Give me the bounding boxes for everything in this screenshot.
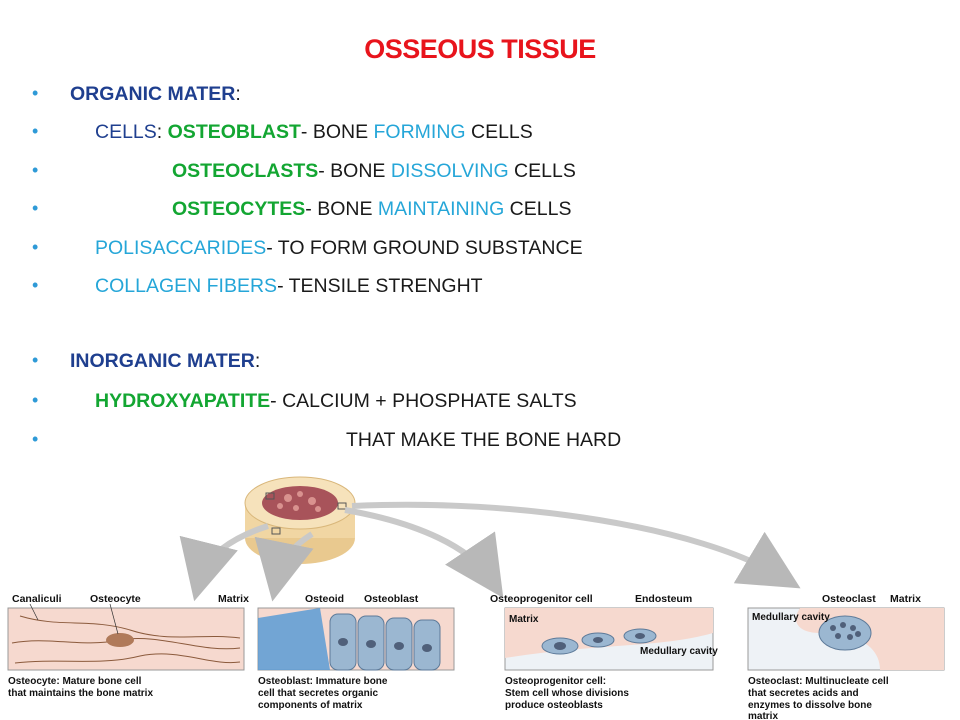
bullet-text-run: - CALCIUM + PHOSPHATE SALTS — [270, 390, 577, 412]
bullet-text-run: FORMING — [373, 121, 466, 143]
bullet-text: CELLS: OSTEOBLAST- BONE FORMING CELLS — [95, 121, 533, 144]
bullet-text-run: HYDROXYAPATITE — [95, 390, 271, 412]
bullet-text: ORGANIC MATER: — [70, 83, 241, 106]
label-osteoblast: Osteoblast — [364, 593, 419, 605]
bullet-text-run: : — [156, 121, 168, 143]
osteoprogenitor-caption-line: Osteoprogenitor cell: — [505, 676, 606, 687]
bullet-text-run: - BONE — [305, 198, 378, 220]
osteoclast-panel: Medullary cavity Osteoclast: Multinuclea… — [747, 607, 945, 720]
label-osteoprogenitor: Osteoprogenitor cell — [490, 593, 593, 605]
bullet-icon: • — [32, 390, 39, 410]
osteoclast-caption-line: Osteoclast: Multinucleate cell — [748, 676, 889, 687]
bullet-text-run: - BONE — [300, 121, 374, 143]
bullet-icon: • — [32, 121, 39, 141]
osteoblast-caption-line: cell that secretes organic — [258, 688, 378, 699]
label-canaliculi: Canaliculi — [12, 593, 62, 605]
bullet-text-run: OSTEOBLAST — [167, 121, 301, 143]
bullet-icon: • — [32, 350, 39, 370]
label-osteocyte: Osteocyte — [90, 593, 141, 605]
osteoclast-caption-line: matrix — [748, 711, 778, 720]
diagram-labels: Canaliculi Osteocyte Matrix Osteoid Oste… — [12, 593, 921, 605]
osteoprogenitor-panel: Matrix Medullary cavity Osteoprogenitor … — [504, 607, 718, 711]
bullet-text-run: CELLS — [508, 160, 576, 182]
bullet-text: OSTEOCLASTS- BONE DISSOLVING CELLS — [172, 160, 576, 183]
bullet-text: HYDROXYAPATITE- CALCIUM + PHOSPHATE SALT… — [95, 390, 577, 413]
bullet-text-run: - TENSILE STRENGHT — [277, 275, 483, 297]
label-medullary-cavity: Medullary cavity — [640, 646, 718, 657]
bullet-text-run: THAT MAKE THE BONE HARD — [346, 429, 622, 451]
label-matrix: Matrix — [890, 593, 921, 605]
osteoprogenitor-caption-line: Stem cell whose divisions — [505, 688, 629, 699]
bullet-text-run: ORGANIC MATER — [70, 83, 236, 105]
label-medullary-cavity: Medullary cavity — [752, 612, 830, 623]
bullet-text-run: - TO FORM GROUND SUBSTANCE — [266, 237, 583, 259]
bullet-text-run: DISSOLVING — [390, 160, 509, 182]
osteoblast-panel: Osteoblast: Immature bone cell that secr… — [257, 607, 455, 711]
bullet-icon: • — [32, 275, 39, 295]
bullet-icon: • — [32, 198, 39, 218]
osteocyte-caption-line: that maintains the bone matrix — [8, 688, 153, 699]
pointer-arrows — [179, 501, 801, 602]
bullet-icon: • — [32, 83, 39, 103]
osteoclast-caption-line: enzymes to dissolve bone — [748, 700, 872, 711]
bullet-text-run: OSTEOCLASTS — [172, 160, 319, 182]
bullet-text: INORGANIC MATER: — [70, 350, 260, 373]
bullet-text-run: OSTEOCYTES — [172, 198, 306, 220]
label-osteoclast: Osteoclast — [822, 593, 876, 605]
bullet-icon: • — [32, 160, 39, 180]
osteocyte-panel: Osteocyte: Mature bone cell that maintai… — [7, 603, 245, 699]
bullet-text-run: INORGANIC MATER — [70, 350, 255, 372]
bullet-text-run: - BONE — [318, 160, 391, 182]
bullet-text-run: CELLS — [95, 121, 157, 143]
bullet-text-run: MAINTAINING — [377, 198, 505, 220]
bullet-text: POLISACCARIDES- TO FORM GROUND SUBSTANCE — [95, 237, 583, 260]
bullet-text: THAT MAKE THE BONE HARD — [346, 429, 621, 452]
bullet-icon: • — [32, 429, 39, 449]
bullet-text-run: CELLS — [504, 198, 572, 220]
bullet-text-run: : — [254, 350, 261, 372]
bullet-icon: • — [32, 237, 39, 257]
bullet-text-run: POLISACCARIDES — [95, 237, 267, 259]
label-endosteum: Endosteum — [635, 593, 692, 605]
label-matrix: Matrix — [509, 614, 539, 625]
bullet-text-run: CELLS — [465, 121, 533, 143]
bullet-text: COLLAGEN FIBERS- TENSILE STRENGHT — [95, 275, 483, 298]
osteoblast-caption-line: components of matrix — [258, 700, 363, 711]
label-osteoid: Osteoid — [305, 593, 344, 605]
osteoblast-caption-line: Osteoblast: Immature bone — [258, 676, 388, 687]
label-matrix: Matrix — [218, 593, 249, 605]
bullet-text-run: : — [235, 83, 241, 105]
slide-title: OSSEOUS TISSUE — [364, 34, 596, 64]
bone-cross-section-image — [244, 476, 356, 564]
osteoprogenitor-caption-line: produce osteoblasts — [505, 700, 603, 711]
bone-cells-diagram: Canaliculi Osteocyte Matrix Osteoid Oste… — [7, 476, 945, 720]
osteoclast-caption-line: that secretes acids and — [748, 688, 859, 699]
bullet-text-run: COLLAGEN FIBERS — [95, 275, 278, 297]
osteocyte-caption-line: Osteocyte: Mature bone cell — [8, 676, 142, 687]
bullet-text: OSTEOCYTES- BONE MAINTAINING CELLS — [172, 198, 571, 221]
